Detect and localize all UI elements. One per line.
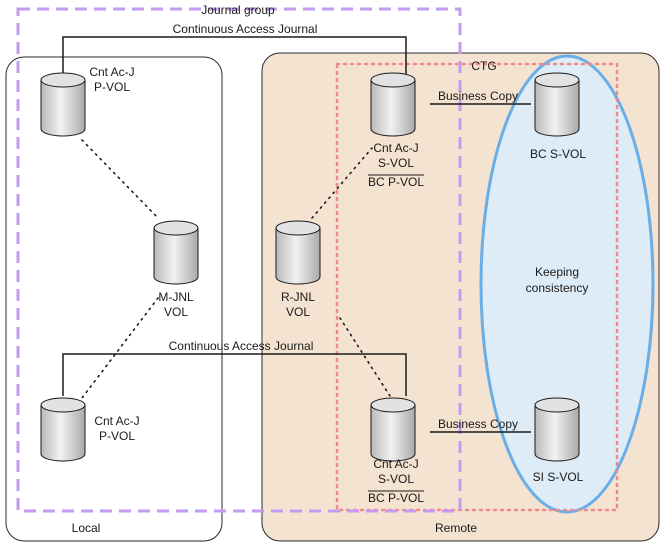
local-pvol-top-label-line1: Cnt Ac-J	[89, 65, 134, 79]
local-site-label: Local	[72, 521, 101, 535]
remote-svol-bottom-label-line2: S-VOL	[378, 472, 414, 486]
journal-group-label: Journal group	[201, 3, 275, 17]
cylinder-remote-svol-top	[370, 72, 416, 137]
journal-link-local-bottom	[81, 297, 159, 399]
remote-svol-bottom-label-line3: BC P-VOL	[368, 491, 424, 505]
ctg-label: CTG	[471, 59, 496, 73]
bc-bottom-label: Business Copy	[438, 417, 518, 431]
cylinder-si-svol	[534, 397, 580, 462]
cylinder-local-pvol-bottom	[40, 397, 86, 462]
consistency-label-line2: consistency	[526, 281, 589, 295]
cylinder-m-jnl	[153, 220, 199, 285]
local-pvol-bottom-label-line2: P-VOL	[99, 429, 135, 443]
r-jnl-label-line1: R-JNL	[281, 290, 315, 304]
cylinder-remote-svol-bottom	[370, 397, 416, 462]
remote-svol-bottom-label-line1: Cnt Ac-J	[373, 457, 418, 471]
journal-group-box	[16, 7, 462, 513]
journal-link-local-top	[81, 139, 159, 219]
remote-svol-top-label-line2: S-VOL	[378, 156, 414, 170]
cylinder-bc-svol	[534, 72, 580, 137]
r-jnl-label-line2: VOL	[286, 305, 310, 319]
consistency-label-line1: Keeping	[535, 265, 579, 279]
consistency-ellipse	[479, 54, 655, 514]
m-jnl-label-line1: M-JNL	[158, 290, 194, 304]
caj-top-connection	[62, 36, 407, 79]
caj-bottom-connection	[62, 353, 407, 396]
bc-svol-label: BC S-VOL	[530, 147, 586, 161]
journal-link-remote-top	[311, 147, 373, 219]
caj-top-label: Continuous Access Journal	[173, 22, 318, 36]
local-pvol-bottom-label-line1: Cnt Ac-J	[94, 414, 139, 428]
remote-svol-top-label-line3: BC P-VOL	[368, 175, 424, 189]
cylinder-local-pvol-top	[40, 72, 86, 137]
bc-top-label: Business Copy	[438, 89, 518, 103]
ctg-box	[335, 62, 619, 512]
cylinder-r-jnl	[275, 220, 321, 285]
journal-link-remote-bottom	[339, 317, 391, 397]
remote-site-label: Remote	[435, 521, 477, 535]
caj-bottom-label: Continuous Access Journal	[169, 339, 314, 353]
si-svol-label: SI S-VOL	[533, 470, 584, 484]
m-jnl-label-line2: VOL	[164, 305, 188, 319]
remote-svol-top-label-line1: Cnt Ac-J	[373, 141, 418, 155]
local-pvol-top-label-line2: P-VOL	[94, 80, 130, 94]
